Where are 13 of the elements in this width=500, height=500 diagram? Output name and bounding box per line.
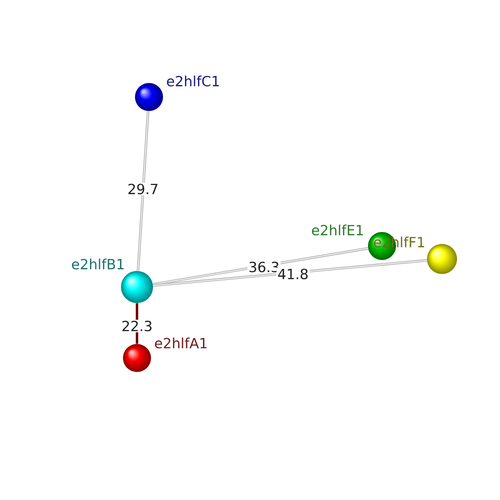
- sphere: [135, 83, 163, 111]
- sphere: [121, 271, 153, 303]
- sphere: [427, 244, 457, 274]
- node-label: e2hlfE1: [312, 224, 363, 236]
- edge-label: 29.7: [126, 182, 160, 196]
- node-label: e2hlfA1: [154, 338, 207, 348]
- edge-label: 22.3: [120, 320, 154, 332]
- node-label: e2hlfC1: [166, 76, 219, 86]
- connector-line: [136, 111, 150, 271]
- node-label: e2hlfB1: [72, 258, 124, 270]
- sphere: [123, 344, 151, 372]
- connector-line: [153, 259, 427, 287]
- edge-label: 41.8: [276, 268, 310, 280]
